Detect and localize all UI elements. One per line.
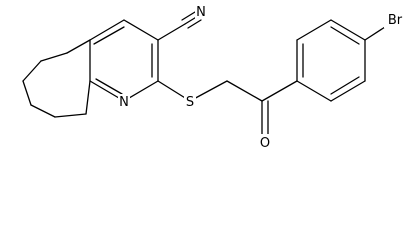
cycloheptane-ring	[22, 39, 91, 118]
atom-label-ring-n: N	[118, 94, 130, 111]
carbonyl-group	[261, 80, 298, 136]
atom-label-carbonyl-o: O	[258, 134, 272, 151]
svg-text:S: S	[186, 95, 194, 110]
svg-text:O: O	[260, 136, 270, 151]
pyridine-ring	[89, 19, 159, 102]
atom-label-sulfur: S	[184, 93, 196, 110]
atom-label-bromine: Br	[384, 12, 406, 28]
nitrile-group	[157, 11, 202, 41]
molecule-structure: N Br S N O	[22, 3, 406, 151]
svg-text:Br: Br	[388, 13, 403, 28]
svg-text:N: N	[196, 5, 206, 20]
atom-label-nitrile-n: N	[195, 3, 207, 20]
benzene-ring	[296, 19, 386, 102]
thioether-linker	[157, 80, 263, 102]
svg-text:N: N	[119, 95, 129, 110]
